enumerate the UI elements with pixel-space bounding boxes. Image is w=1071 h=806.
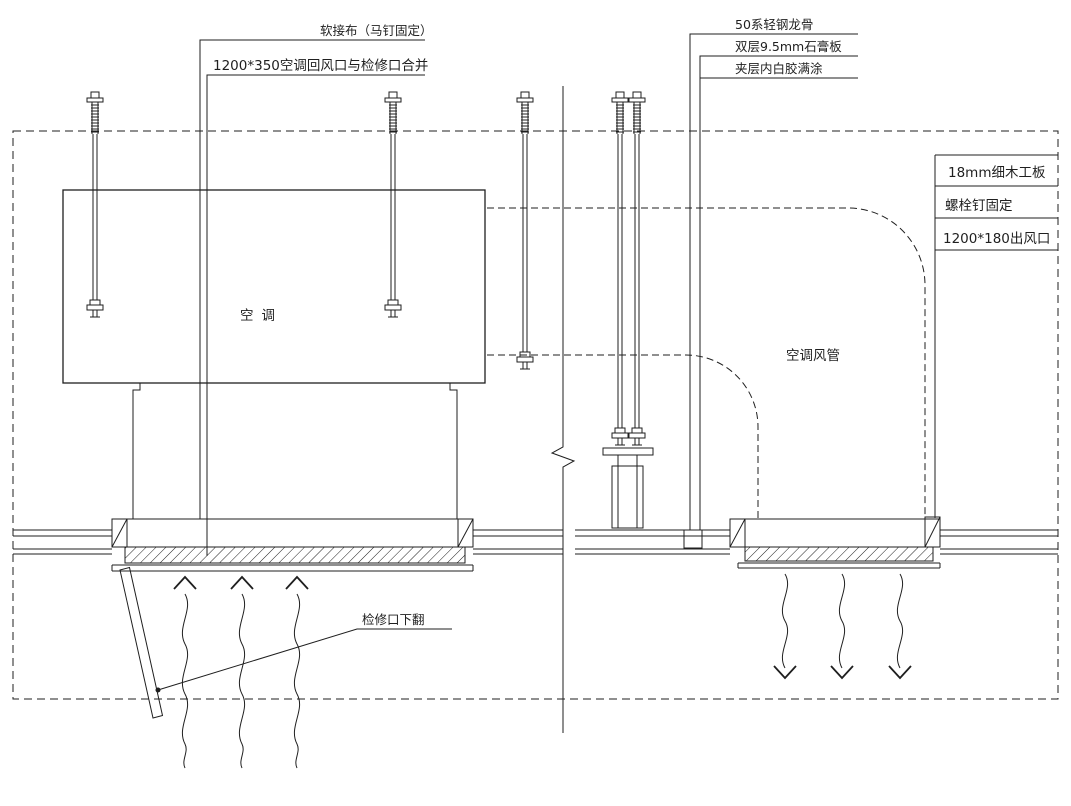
duct-label: 空调风管 (786, 348, 840, 364)
grille-end-clip (457, 518, 474, 548)
return-vent-label: 1200*350空调回风口与检修口合并 (213, 58, 428, 74)
hanger-rod (384, 91, 402, 318)
duct-trapeze-bracket (602, 447, 654, 529)
hanger-rod (611, 91, 629, 446)
duct-outline: 空调风管 (487, 207, 926, 518)
hanger-rods (86, 91, 654, 529)
grille-end-clip (729, 518, 746, 548)
annotation-right-stack: 18mm细木工板 螺栓钉固定 1200*180出风口 (934, 154, 1058, 518)
hanger-rod (628, 91, 646, 446)
drawing-border (12, 130, 1059, 700)
soft-connection-label: 软接布（马钉固定） (320, 23, 433, 38)
right-stack-leader (934, 154, 1058, 518)
gypsum-board-leader (699, 55, 858, 530)
blockboard-label: 18mm细木工板 (948, 165, 1046, 181)
annotation-soft-connection: 软接布（马钉固定） (199, 23, 433, 519)
gypsum-board-label: 双层9.5mm石膏板 (735, 39, 842, 54)
annotation-access-panel: 检修口下翻 (155, 612, 452, 693)
keel-connector-detail (683, 529, 703, 549)
annotation-white-glue: 夹层内白胶满涂 (700, 61, 858, 79)
return-vent-leader (206, 74, 425, 556)
supply-airflow-arrows (773, 573, 912, 680)
grille-end-clip (924, 516, 941, 548)
bolt-fixing-label: 螺栓钉固定 (945, 198, 1013, 214)
access-panel-label: 检修口下翻 (362, 612, 425, 627)
return-airflow-arrows (173, 575, 309, 769)
soft-connection-leader (199, 39, 425, 519)
return-grille (111, 518, 474, 572)
ceiling-right (575, 518, 1058, 555)
air-outlet-label: 1200*180出风口 (943, 231, 1050, 247)
access-panel-leader (157, 628, 452, 691)
ac-unit-label: 空调 (240, 308, 283, 324)
white-glue-label: 夹层内白胶满涂 (735, 61, 823, 76)
break-line (550, 86, 576, 733)
supply-grille (729, 516, 941, 569)
annotation-steel-keel: 50系轻钢龙骨 (689, 17, 858, 530)
hanger-rod (86, 91, 104, 318)
plenum-transition (132, 383, 458, 519)
steel-keel-leader (689, 33, 858, 530)
access-panel (119, 566, 164, 719)
annotation-return-vent: 1200*350空调回风口与检修口合并 (206, 58, 428, 556)
ceiling-left (13, 518, 563, 555)
grille-end-clip (111, 518, 128, 548)
annotation-gypsum-board: 双层9.5mm石膏板 (699, 39, 858, 530)
hanger-rod (516, 91, 534, 370)
ac-unit: 空调 (62, 189, 486, 384)
steel-keel-label: 50系轻钢龙骨 (735, 17, 813, 32)
